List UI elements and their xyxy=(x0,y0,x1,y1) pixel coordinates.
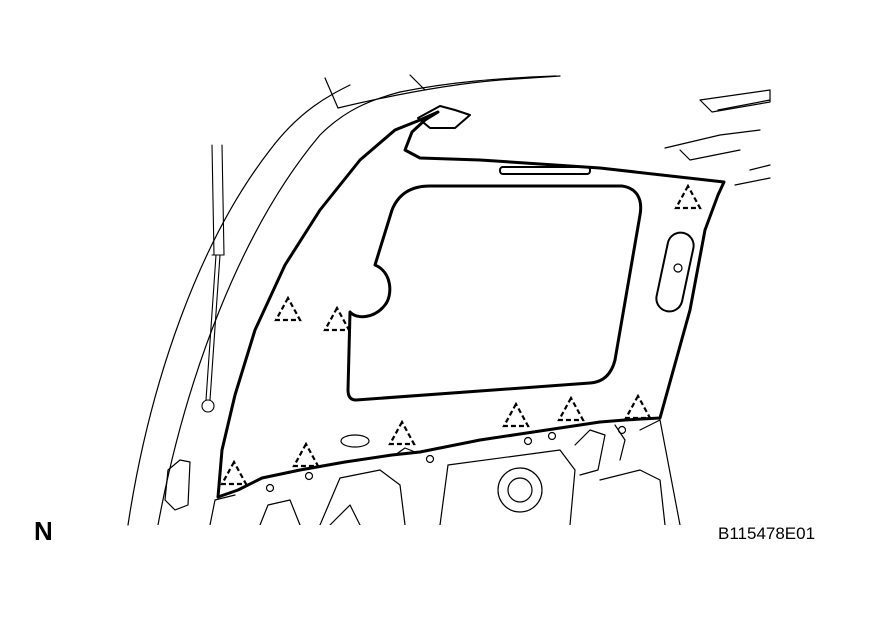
pillar-line-2 xyxy=(157,91,401,526)
roof-rail xyxy=(699,89,771,113)
quarter-trim-panel xyxy=(216,110,726,499)
clip-marker xyxy=(323,305,351,332)
clip-marker xyxy=(388,419,416,446)
quarter-window-opening xyxy=(346,184,643,402)
clip-marker xyxy=(220,459,248,486)
pillar-outer-line xyxy=(127,84,351,526)
roof-edge-line xyxy=(324,75,561,109)
clip-marker xyxy=(557,395,585,422)
clip-marker xyxy=(674,183,702,210)
clip-marker xyxy=(624,393,652,420)
clip-marker xyxy=(274,295,302,322)
clip-marker xyxy=(502,401,530,428)
grip-slot xyxy=(655,231,695,313)
top-clip-slot xyxy=(499,166,591,175)
figure-code: B115478E01 xyxy=(718,524,816,543)
gas-strut xyxy=(201,144,225,413)
view-label: N xyxy=(34,516,53,546)
clip-marker xyxy=(292,441,320,468)
speaker xyxy=(497,467,543,513)
